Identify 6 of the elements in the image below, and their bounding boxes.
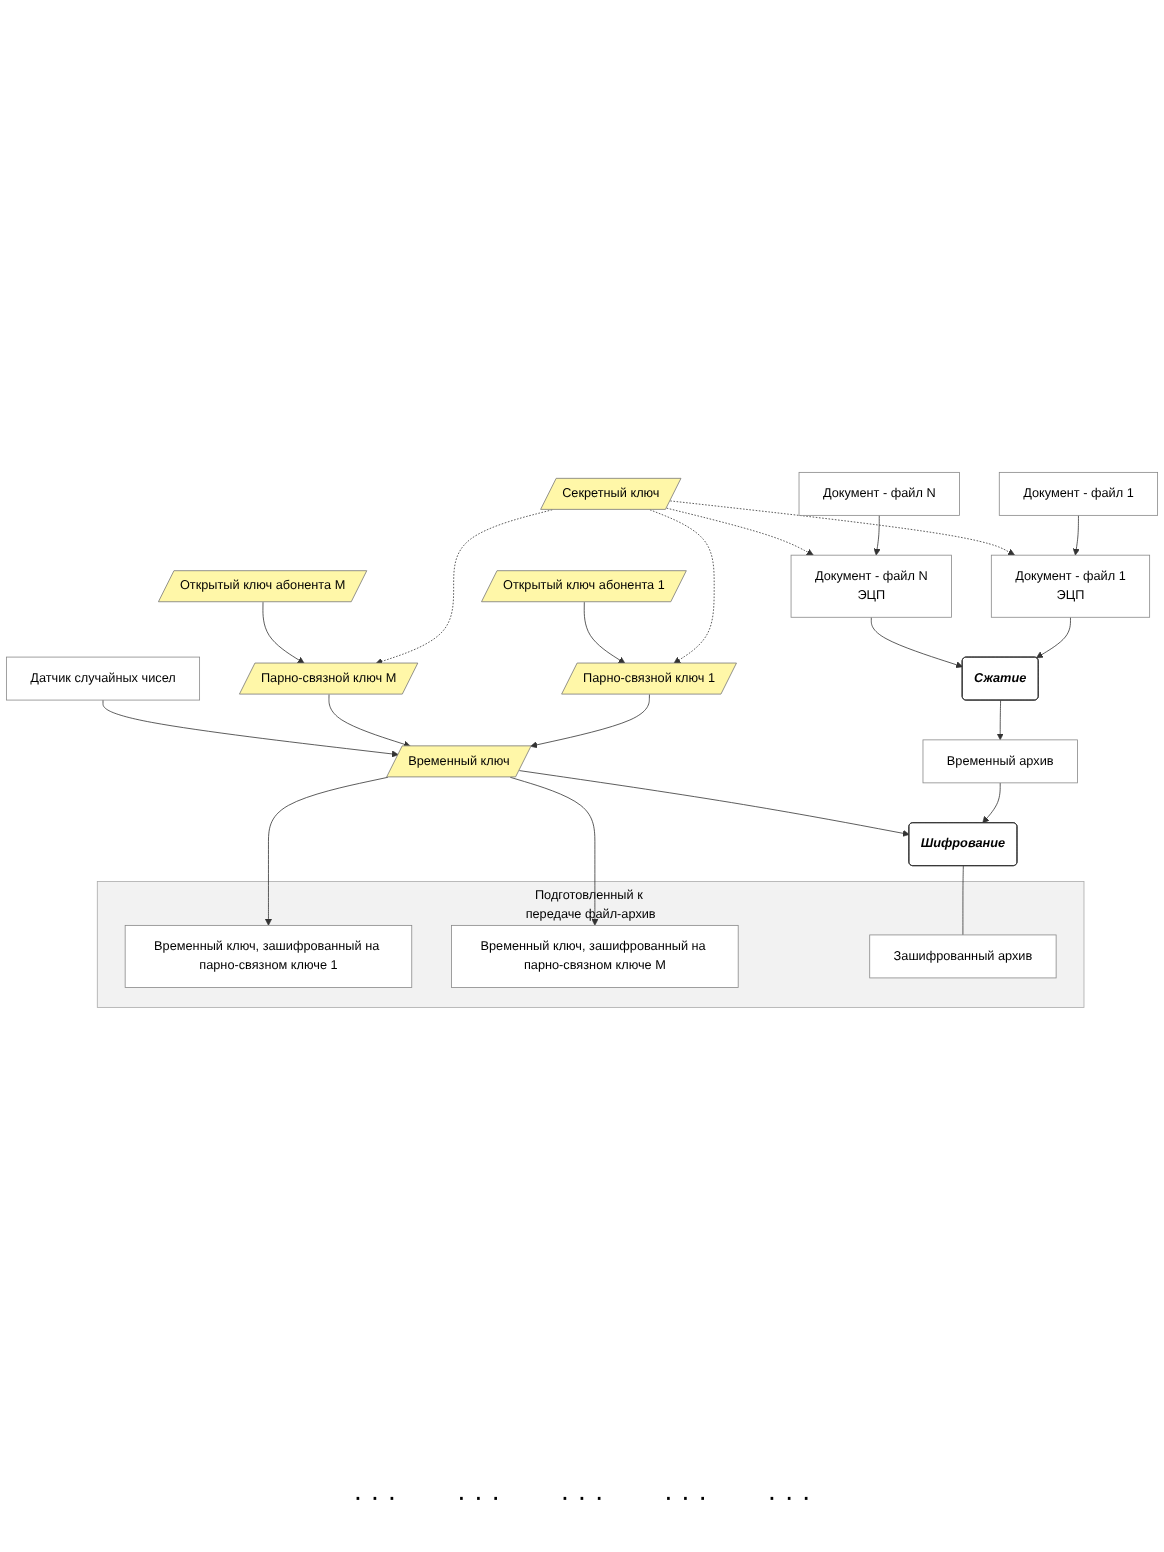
ellipsis-text: · · · bbox=[663, 1480, 708, 1512]
ellipsis-text: · · · bbox=[560, 1480, 604, 1512]
ellipsis-text: · · · bbox=[353, 1480, 397, 1512]
ellipsis-text: · · · bbox=[767, 1480, 811, 1512]
connector bbox=[962, 865, 964, 936]
ellipsis-text: · · · bbox=[456, 1480, 501, 1512]
